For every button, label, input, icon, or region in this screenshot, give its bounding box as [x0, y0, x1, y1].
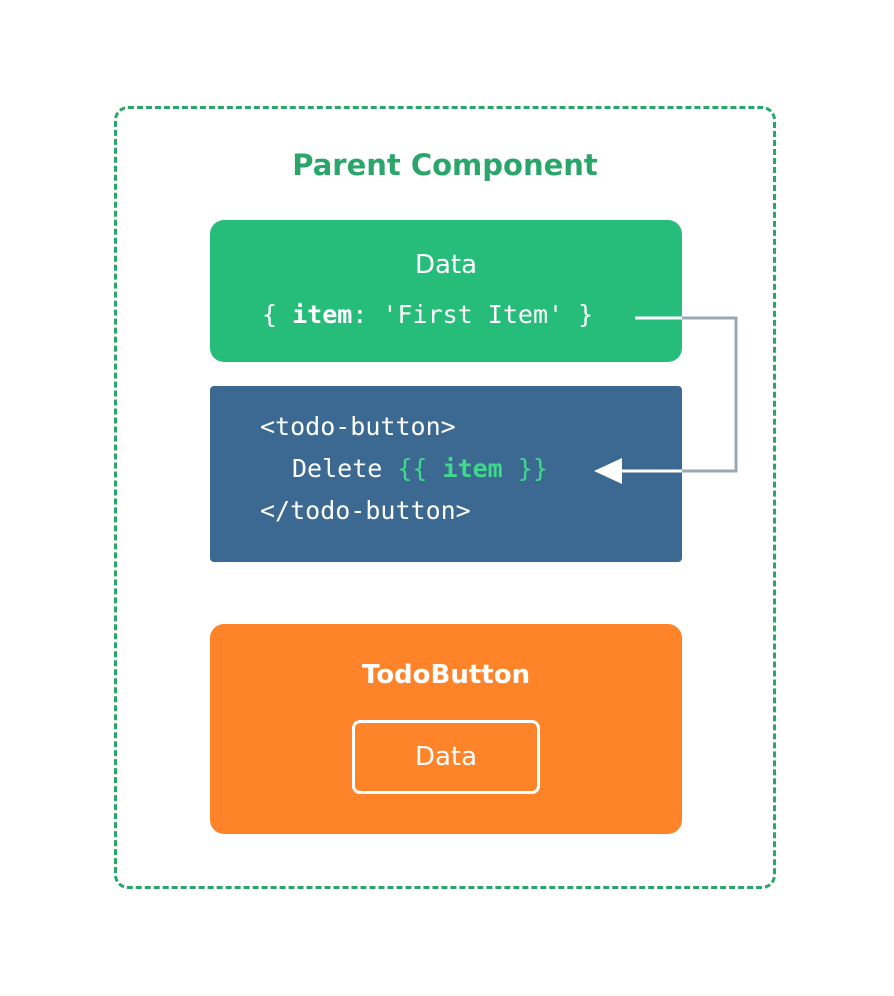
parent-component-title: Parent Component	[292, 148, 598, 182]
todo-button-title: TodoButton	[361, 660, 531, 690]
template-mustache-open: {{	[397, 454, 443, 483]
code-open-brace: {	[262, 300, 293, 329]
template-variable: item	[442, 454, 503, 483]
parent-component-frame	[114, 106, 776, 889]
template-text-prefix: Delete	[292, 454, 398, 483]
template-line-close-tag: </todo-button>	[260, 496, 471, 525]
todo-button-box: TodoButton Data	[210, 624, 682, 834]
code-key: item	[292, 300, 353, 329]
template-box: <todo-button> Delete {{ item }} </todo-b…	[210, 386, 682, 562]
template-line-content: Delete {{ item }}	[292, 454, 548, 483]
data-box-title: Data	[414, 250, 478, 280]
template-mustache-close: }}	[502, 454, 548, 483]
code-rest: : 'First Item' }	[352, 300, 594, 329]
data-box: Data { item: 'First Item' }	[210, 220, 682, 362]
data-box-code: { item: 'First Item' }	[262, 300, 593, 329]
todo-button-data-box: Data	[352, 720, 540, 794]
template-line-open-tag: <todo-button>	[260, 412, 456, 441]
